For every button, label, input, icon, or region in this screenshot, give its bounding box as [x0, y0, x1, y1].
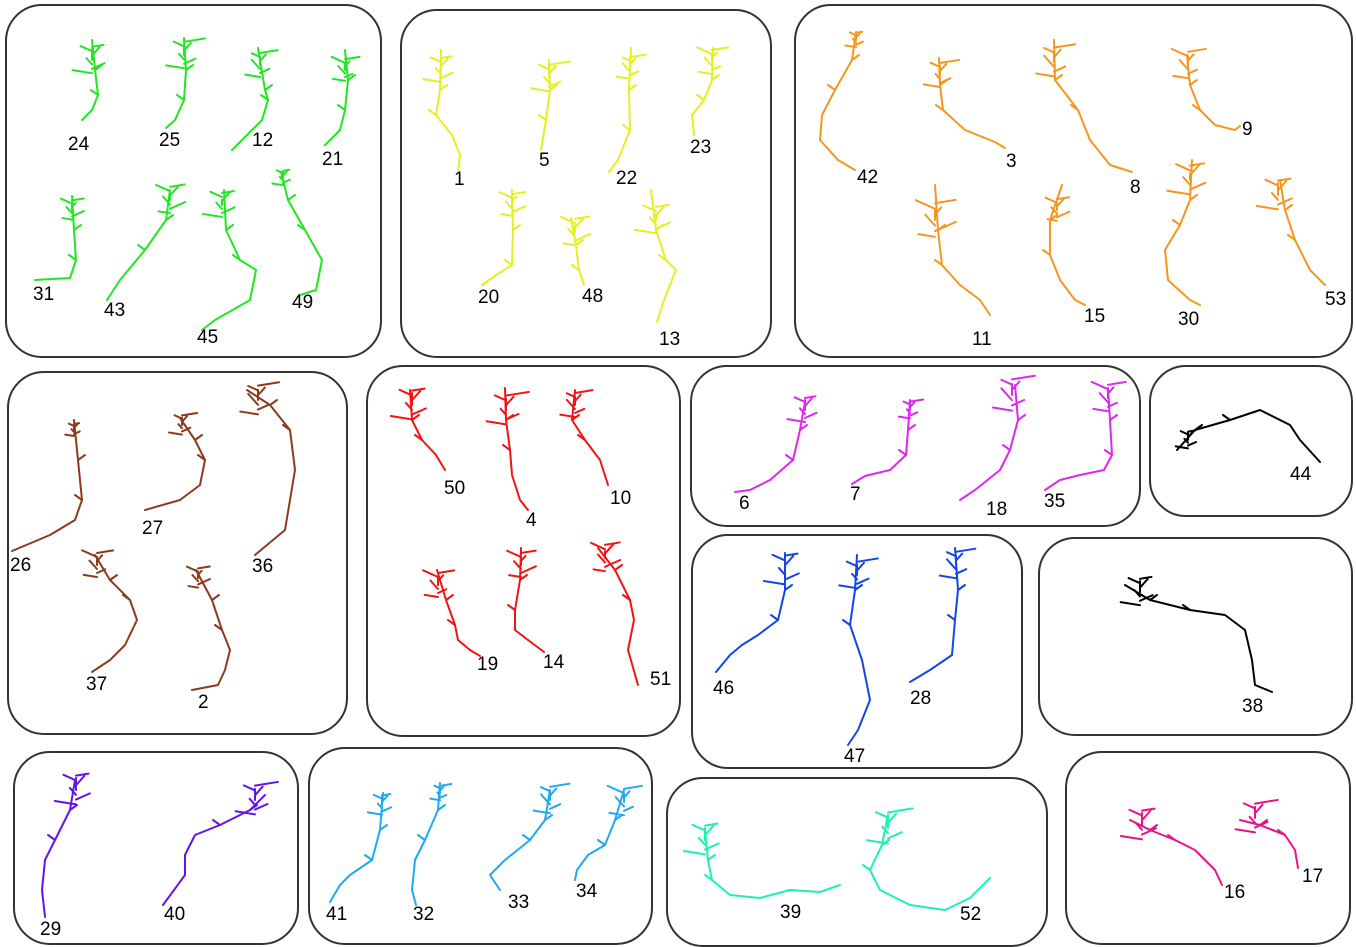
specimen-label: 45	[197, 327, 218, 348]
panel-magenta	[691, 366, 1140, 526]
specimen-label: 23	[690, 137, 711, 158]
specimen-label: 41	[326, 904, 347, 925]
specimen-label: 39	[780, 902, 801, 923]
specimen-label: 47	[844, 746, 865, 767]
specimen-label: 5	[539, 150, 550, 171]
specimen-label: 26	[10, 555, 31, 576]
panel-teal	[667, 778, 1047, 946]
specimen-label: 32	[413, 904, 434, 925]
specimen-label: 18	[986, 499, 1007, 520]
panel-green	[6, 5, 381, 357]
specimen-label: 30	[1178, 309, 1199, 330]
crown-branch	[382, 794, 390, 795]
specimen-label: 9	[1242, 119, 1253, 140]
panel-red	[367, 366, 680, 736]
specimen-label: 42	[857, 167, 878, 188]
specimen-label: 16	[1224, 882, 1245, 903]
specimen-label: 43	[104, 300, 125, 321]
specimen-label: 40	[164, 904, 185, 925]
specimen-label: 25	[159, 130, 180, 151]
specimen-label: 35	[1044, 491, 1065, 512]
specimen-label: 49	[292, 292, 313, 313]
specimen-label: 21	[322, 149, 343, 170]
panel-black-b	[1039, 538, 1352, 735]
specimen-label: 12	[252, 130, 273, 151]
panel-black-a	[1150, 366, 1352, 516]
panel-violet	[14, 752, 298, 944]
specimen-label: 37	[86, 674, 107, 695]
specimen-label: 33	[508, 892, 529, 913]
specimen-label: 3	[1006, 151, 1017, 172]
specimen-label: 8	[1130, 177, 1141, 198]
specimen-label: 27	[142, 518, 163, 539]
specimen-label: 29	[40, 919, 61, 940]
specimen-label: 1	[454, 169, 465, 190]
specimen-label: 24	[68, 134, 90, 155]
specimen-label: 20	[478, 287, 499, 308]
panel-pink	[1066, 752, 1350, 944]
crown-branch	[65, 435, 74, 436]
specimen-label: 10	[610, 488, 631, 509]
panel-boxes	[6, 5, 1352, 946]
specimen-label: 19	[477, 654, 498, 675]
specimen-label: 51	[650, 669, 671, 690]
specimen-label: 11	[972, 329, 992, 350]
specimen-label: 28	[910, 688, 931, 709]
specimen-label: 34	[576, 881, 598, 902]
specimen-label: 2	[198, 692, 209, 713]
specimen-label: 46	[713, 678, 734, 699]
specimen-label: 31	[33, 284, 54, 305]
specimen-label: 7	[850, 484, 861, 505]
specimen-label: 6	[739, 493, 750, 514]
specimen-label: 4	[526, 510, 537, 531]
specimen-label: 22	[616, 168, 637, 189]
specimen-label: 44	[1290, 464, 1312, 485]
specimen-label: 36	[252, 556, 273, 577]
specimen-label: 48	[582, 286, 603, 307]
panel-sky	[309, 748, 652, 944]
specimen-label: 38	[1242, 696, 1263, 717]
specimen-label: 52	[960, 904, 981, 925]
specimen-label: 53	[1325, 289, 1346, 310]
specimen-label: 17	[1302, 866, 1323, 887]
panel-brown	[8, 372, 347, 734]
specimen-label: 15	[1084, 306, 1105, 327]
specimen-label: 13	[659, 329, 680, 350]
specimen-label: 50	[444, 478, 465, 499]
specimen-label: 14	[543, 652, 565, 673]
